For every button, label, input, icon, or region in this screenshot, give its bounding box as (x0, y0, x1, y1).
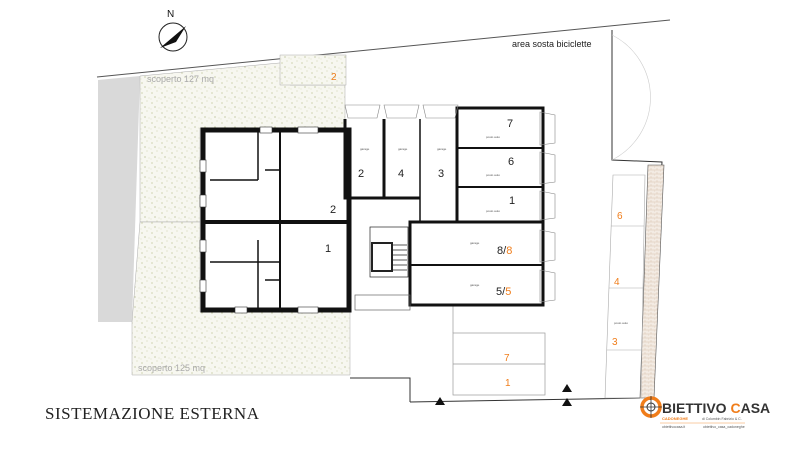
svg-text:CADONEGHE: CADONEGHE (662, 416, 688, 421)
garage-6: 6 (508, 156, 514, 168)
svg-text:di Colombin Fabrizio & C.: di Colombin Fabrizio & C. (702, 417, 742, 421)
garage-note: garage (470, 241, 480, 245)
garage-note: garage (398, 147, 408, 151)
entrance-markers (435, 384, 572, 406)
garage-7: 7 (507, 118, 513, 130)
orange-label-3: 3 (612, 337, 618, 348)
hedge-strip (639, 164, 665, 399)
windows (199, 126, 319, 314)
garage-5: 5/5 (496, 286, 511, 298)
garage-note: garage (437, 147, 447, 151)
garage-note: posto auto (486, 135, 500, 139)
garden-area (131, 54, 351, 376)
parking-note: posto auto (614, 321, 628, 325)
north-label: N (167, 9, 174, 20)
unit-label-2: 2 (330, 204, 336, 216)
stairwell (354, 226, 411, 311)
orange-label-1: 1 (505, 378, 511, 389)
svg-text:obiettivocasa.it: obiettivocasa.it (662, 425, 685, 429)
north-arrow: N (158, 9, 188, 52)
garage-note: garage (470, 283, 480, 287)
garage-1: 1 (509, 195, 515, 207)
svg-text:BIETTIVO CASA: BIETTIVO CASA (662, 400, 770, 416)
orange-label-4: 4 (614, 277, 620, 288)
garage-2: 2 (358, 168, 364, 180)
scoperto-top-label: scoperto 127 mq (147, 74, 214, 84)
garage-note: posto auto (486, 173, 500, 177)
lower-parking (452, 305, 546, 396)
page-title: SISTEMAZIONE ESTERNA (45, 404, 260, 423)
road-strip (98, 76, 140, 322)
orange-label-2: 2 (331, 72, 337, 83)
logo: BIETTIVO CASA CADONEGHE di Colombin Fabr… (640, 396, 770, 429)
garage-3: 3 (438, 168, 444, 180)
scoperto-bottom-label: scoperto 125 mq (138, 363, 205, 373)
orange-label-7: 7 (504, 353, 510, 364)
garage-4: 4 (398, 168, 404, 180)
unit-label-1: 1 (325, 243, 331, 255)
garage-note: garage (360, 147, 370, 151)
garage-note: posto auto (486, 209, 500, 213)
svg-text:obiettivo_casa_cadoneghe: obiettivo_casa_cadoneghe (703, 425, 745, 429)
orange-label-6: 6 (617, 211, 623, 222)
parking-bays (604, 34, 651, 399)
building-left (200, 127, 352, 313)
garage-8: 8/8 (497, 245, 512, 257)
bike-area-label: area sosta biciclette (512, 39, 592, 49)
garage-doors (344, 104, 556, 303)
